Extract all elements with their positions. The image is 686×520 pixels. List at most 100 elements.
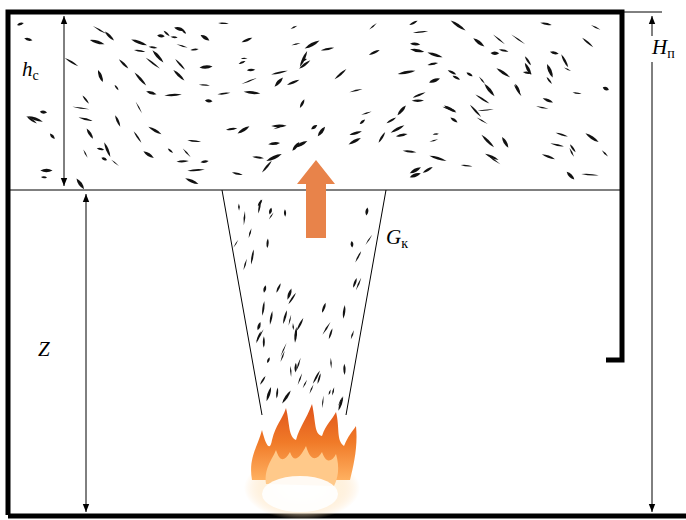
smoke-particle — [337, 396, 344, 411]
smoke-particle — [322, 322, 331, 335]
smoke-particle — [273, 76, 284, 87]
smoke-particle — [390, 124, 405, 134]
smoke-particle — [591, 24, 601, 30]
smoke-particle — [243, 211, 246, 225]
smoke-particle — [172, 69, 185, 82]
smoke-particle — [302, 379, 307, 388]
smoke-particle — [581, 37, 593, 48]
smoke-particle — [286, 78, 299, 86]
smoke-particle — [397, 69, 415, 75]
smoke-particle — [263, 285, 267, 293]
smoke-particle — [288, 315, 292, 326]
smoke-particle — [261, 301, 265, 316]
smoke-particle — [350, 330, 355, 340]
smoke-particle — [523, 62, 532, 76]
upward-flow-arrow — [297, 160, 335, 238]
smoke-particle — [294, 140, 308, 150]
smoke-particle — [163, 30, 170, 37]
smoke-particle — [297, 373, 303, 385]
smoke-particle — [176, 44, 188, 49]
smoke-particle — [181, 29, 187, 35]
smoke-particle — [312, 370, 321, 384]
smoke-particle — [89, 38, 104, 45]
room-height-label: Hп — [650, 36, 677, 62]
plume-mass-flow-label: Gк — [384, 226, 410, 252]
smoke-particle — [288, 292, 297, 305]
smoke-particle — [350, 241, 353, 248]
smoke-particle — [560, 54, 569, 68]
smoke-particle — [511, 34, 526, 45]
smoke-particle — [355, 277, 362, 290]
smoke-particle — [78, 117, 92, 122]
smoke-particle — [114, 115, 121, 127]
smoke-particle — [241, 78, 257, 85]
smoke-particle — [72, 106, 89, 110]
smoke-particle — [499, 49, 509, 53]
smoke-particle — [182, 148, 191, 158]
smoke-particle — [176, 160, 188, 163]
smoke-particle — [265, 387, 272, 402]
smoke-particle — [294, 363, 297, 373]
smoke-particle — [134, 49, 146, 53]
smoke-particle — [550, 143, 564, 148]
smoke-particle — [483, 83, 496, 98]
smoke-particle — [145, 57, 160, 69]
smoke-particle — [200, 34, 211, 42]
smoke-particle — [268, 212, 274, 220]
smoke-particle — [233, 240, 239, 248]
smoke-particle — [476, 117, 488, 125]
smoke-particle — [330, 358, 332, 369]
smoke-particle — [263, 336, 265, 348]
smoke-particle — [343, 364, 346, 375]
smoke-particle — [82, 95, 90, 104]
smoke-particle — [422, 166, 433, 174]
smoke-particle — [309, 384, 314, 394]
smoke-particle — [238, 204, 240, 211]
smoke-particle — [342, 305, 346, 319]
smoke-particle — [256, 322, 261, 331]
smoke-particle — [581, 173, 599, 176]
smoke-particle — [466, 71, 474, 77]
smoke-particle — [40, 169, 52, 173]
smoke-particle — [349, 88, 362, 93]
smoke-particle — [199, 84, 210, 86]
smoke-particle — [493, 34, 506, 45]
smoke-layer-height-label: hс — [20, 58, 41, 84]
smoke-particle — [355, 251, 362, 263]
smoke-particle — [433, 133, 439, 135]
smoke-particle — [452, 75, 461, 81]
smoke-particle — [349, 130, 362, 136]
smoke-particle — [281, 390, 292, 404]
smoke-particle — [268, 141, 280, 145]
smoke-particle — [469, 104, 482, 118]
smoke-particle — [337, 396, 343, 407]
smoke-particle — [304, 39, 321, 50]
smoke-particle — [501, 136, 510, 148]
smoke-particle — [572, 92, 581, 95]
smoke-particle — [480, 134, 494, 149]
smoke-particle — [248, 228, 252, 238]
smoke-particle — [298, 59, 311, 70]
smoke-particle — [328, 328, 334, 340]
smoke-particle — [135, 102, 143, 114]
smoke-particle — [237, 125, 251, 135]
smoke-particle — [546, 76, 553, 84]
smoke-particle — [359, 118, 366, 124]
smoke-particle — [284, 209, 286, 216]
smoke-particle — [104, 30, 115, 41]
smoke-particle — [103, 142, 112, 158]
smoke-particle — [348, 137, 362, 146]
smoke-particle — [443, 104, 457, 114]
smoke-particle — [252, 156, 264, 160]
smoke-particle — [413, 30, 428, 33]
smoke-particle — [266, 238, 269, 248]
smoke-particle — [269, 311, 273, 325]
smoke-particle — [542, 97, 553, 104]
smoke-particle — [40, 110, 48, 114]
smoke-particle — [143, 150, 155, 159]
smoke-particle — [205, 99, 213, 103]
smoke-particle — [427, 62, 438, 66]
smoke-particle — [190, 48, 199, 51]
smoke-particle — [403, 150, 417, 154]
